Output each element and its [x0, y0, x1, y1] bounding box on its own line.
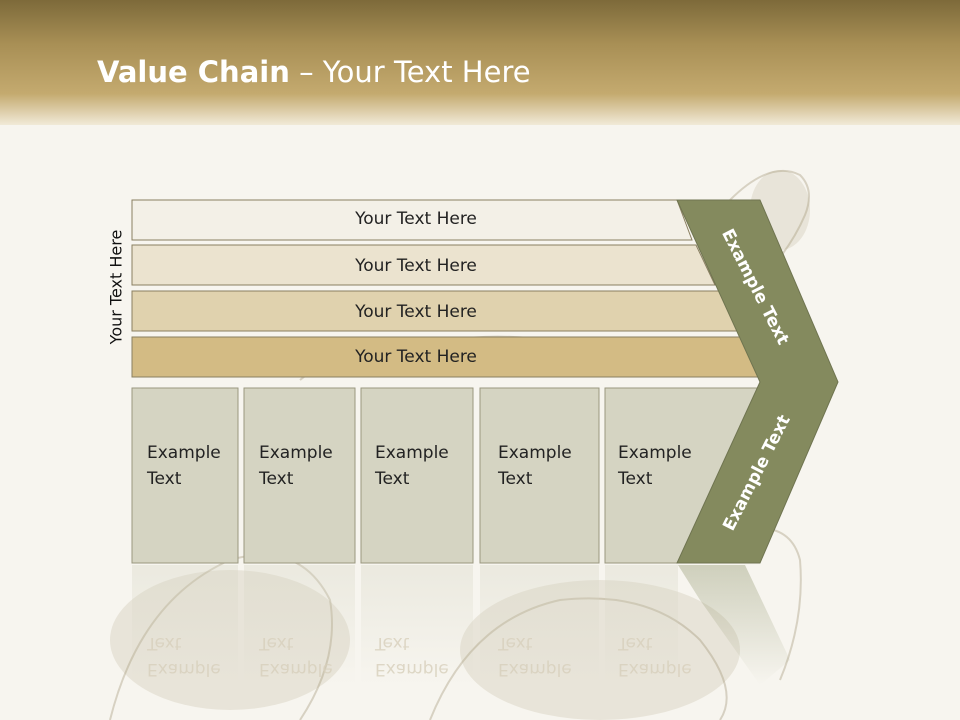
box-4	[479, 387, 600, 564]
bar-1	[131, 199, 693, 241]
box-5-reflection-line1: Example	[618, 659, 692, 679]
box-3-text-reflection: Example Text	[375, 630, 470, 682]
box-1-reflection-line2: Text	[147, 633, 182, 653]
box-4-reflection-line1: Example	[498, 659, 572, 679]
box-1-reflection	[132, 565, 238, 685]
box-1-text-reflection: Example Text	[147, 630, 242, 682]
box-2	[243, 387, 356, 564]
page-title: Value Chain – Your Text Here	[97, 55, 531, 89]
margin-chevron	[676, 199, 839, 564]
title-rest: – Your Text Here	[289, 55, 531, 89]
box-3-line2: Text	[375, 469, 410, 489]
box-3-line1: Example	[375, 443, 449, 463]
box-4-reflection	[480, 565, 599, 685]
box-4-text: Example Text	[498, 440, 593, 492]
box-5-text: Example Text	[618, 440, 713, 492]
box-2-line2: Text	[259, 469, 294, 489]
box-5-reflection-line2: Text	[618, 633, 653, 653]
box-2-text-reflection: Example Text	[259, 630, 354, 682]
side-label: Your Text Here	[106, 229, 126, 345]
bar-3-label: Your Text Here	[354, 302, 477, 322]
bar-2-label: Your Text Here	[354, 256, 477, 276]
box-1	[131, 387, 239, 564]
box-5-line1: Example	[618, 443, 692, 463]
box-4-text-reflection: Example Text	[498, 630, 593, 682]
box-2-reflection	[244, 565, 355, 685]
title-bold: Value Chain	[97, 55, 290, 89]
box-3-reflection-line2: Text	[375, 633, 410, 653]
bar-4-label: Your Text Here	[354, 347, 477, 367]
box-2-line1: Example	[259, 443, 333, 463]
box-3-reflection	[361, 565, 473, 685]
box-3-text: Example Text	[375, 440, 470, 492]
box-5-text-reflection: Example Text	[618, 630, 713, 682]
bar-2	[131, 244, 716, 286]
box-4-line1: Example	[498, 443, 572, 463]
box-2-reflection-line2: Text	[259, 633, 294, 653]
bar-1-label: Your Text Here	[354, 209, 477, 229]
box-5-reflection	[605, 565, 678, 685]
box-1-reflection-line1: Example	[147, 659, 221, 679]
box-5-line2: Text	[618, 469, 653, 489]
box-2-text: Example Text	[259, 440, 354, 492]
box-4-reflection-line2: Text	[498, 633, 533, 653]
chevron-reflection	[678, 565, 790, 685]
box-1-line2: Text	[147, 469, 182, 489]
box-1-text: Example Text	[147, 440, 242, 492]
header-band	[0, 0, 960, 125]
box-4-line2: Text	[498, 469, 533, 489]
box-3-reflection-line1: Example	[375, 659, 449, 679]
box-2-reflection-line1: Example	[259, 659, 333, 679]
box-3	[360, 387, 474, 564]
box-1-line1: Example	[147, 443, 221, 463]
